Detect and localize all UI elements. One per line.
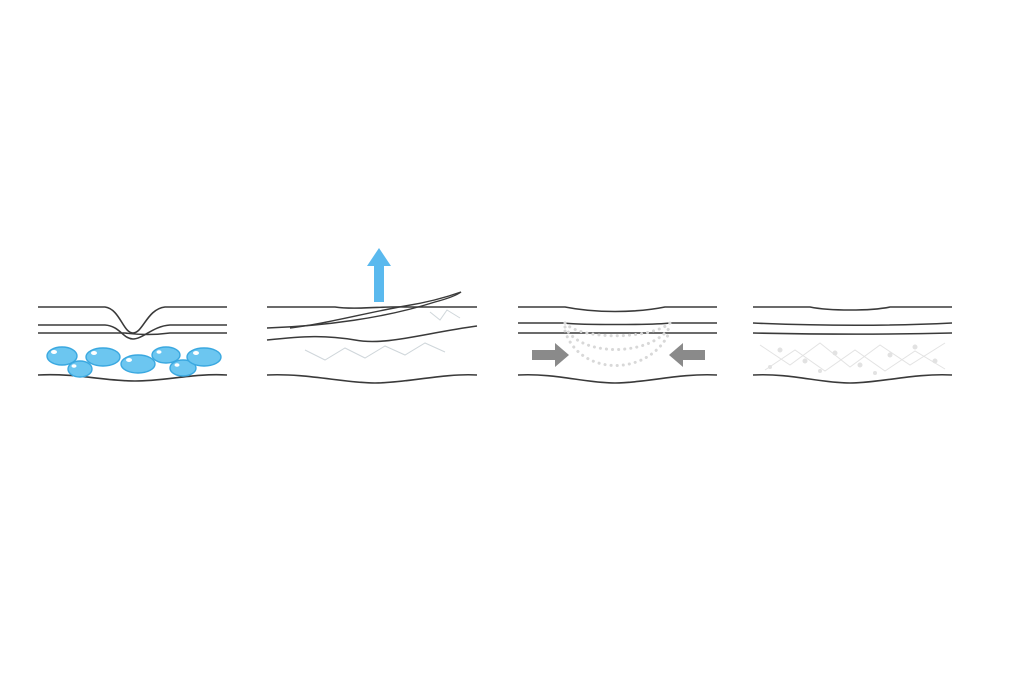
- lifted-skin-flap: [266, 291, 462, 329]
- tissue-fibers: [304, 309, 461, 361]
- skin-layers: [752, 306, 953, 384]
- panel-lift: [266, 248, 478, 384]
- skin-layers: [37, 306, 228, 382]
- skin-layers: [266, 306, 478, 384]
- up-arrow-icon: [367, 248, 391, 302]
- skin-layers: [517, 306, 718, 384]
- panel-result: [752, 306, 953, 384]
- contracting-tissue-dots: [563, 321, 672, 367]
- tissue-fibers: [759, 342, 946, 372]
- push-arrow-right-icon: [532, 343, 569, 367]
- push-arrow-left-icon: [669, 343, 705, 367]
- panel-fat-cells: [37, 306, 228, 382]
- tissue-dots: [768, 344, 938, 375]
- panel-contraction: [517, 306, 718, 384]
- cell-highlights: [51, 350, 199, 368]
